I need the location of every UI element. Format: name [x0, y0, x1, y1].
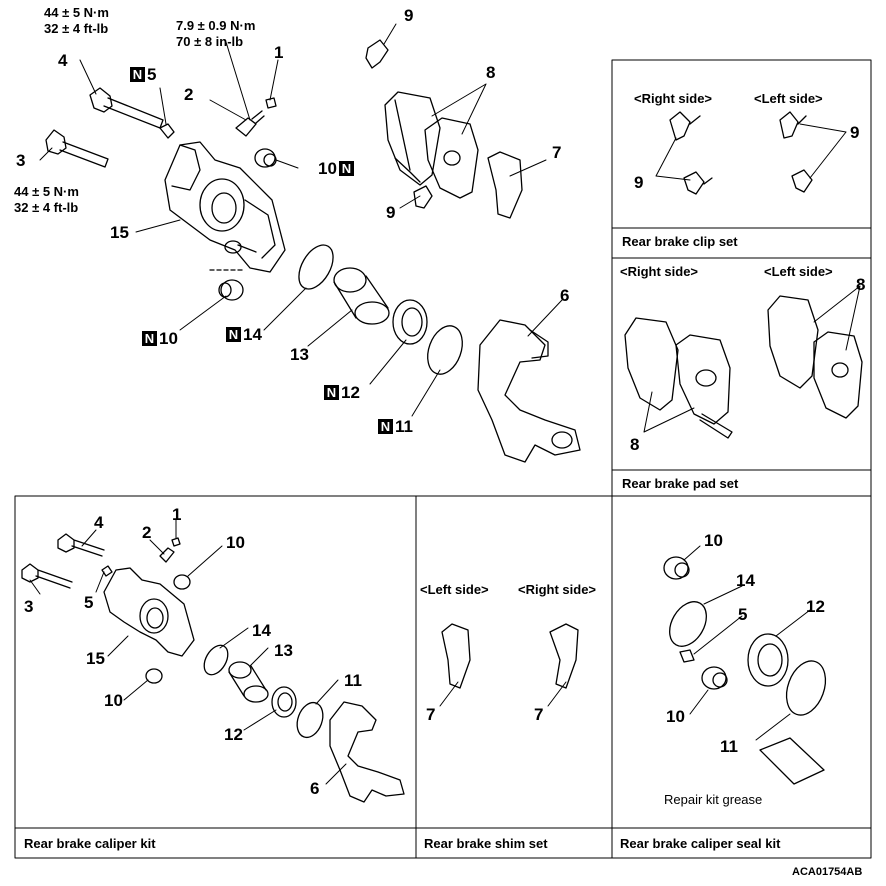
clip-9-lower-shape [413, 185, 433, 209]
torque-label-2: 7.9 ± 0.9 N·m 70 ± 8 in-lb [176, 18, 256, 49]
boot-10-upper-shape [254, 148, 277, 168]
clip-set-caption: Rear brake clip set [622, 234, 738, 249]
pads-8-shape [384, 91, 479, 199]
shim-set-caption: Rear brake shim set [424, 836, 548, 851]
clip-set-shapes [655, 111, 847, 195]
kit-part-label-3: 3 [24, 597, 34, 616]
part-label-7: 7 [552, 143, 562, 162]
kit-part-label-4: 4 [94, 513, 104, 532]
part-label-3: 3 [16, 151, 26, 170]
boot-12-shape [392, 299, 428, 345]
guide-pin-4-shape [89, 87, 164, 129]
part-number: 12 [341, 383, 360, 402]
part-label-2: 2 [184, 85, 194, 104]
figure-code: ACA01754AB [792, 866, 863, 878]
piston-seal-14-shape [298, 244, 334, 290]
kit-part-label-6: 6 [310, 779, 320, 798]
part-number: 14 [243, 325, 262, 344]
guide-pin-3-shape [45, 129, 109, 168]
support-6-shape [477, 319, 581, 463]
kit-part-label-11: 11 [344, 671, 362, 690]
shim-set-part-label-7-right: 7 [534, 705, 544, 724]
bleeder-2-shape [235, 97, 277, 137]
kit-part-label-1: 1 [172, 505, 182, 524]
panel-frames [14, 59, 872, 859]
shim-7-shape [487, 151, 523, 219]
part-number: 11 [395, 417, 413, 436]
part-label-9-upper: 9 [404, 6, 414, 25]
clip-9-upper-shape [365, 39, 389, 69]
part-label-13: 13 [290, 345, 309, 364]
pad-set-part-label-8-right: 8 [630, 435, 640, 454]
pad-set-shapes [624, 285, 863, 439]
shim-set-part-label-7-left: 7 [426, 705, 436, 724]
seal-kit-shapes [663, 545, 827, 785]
boot-5-shape [159, 123, 175, 139]
torque-label-3: 44 ± 5 N·m 32 ± 4 ft-lb [14, 184, 79, 215]
part-number: 10 [318, 159, 337, 178]
kit-part-label-12: 12 [224, 725, 243, 744]
seal-kit-part-label-10-upper: 10 [704, 531, 723, 550]
clip-set-left-side-label: <Left side> [754, 91, 823, 106]
seal-kit-part-label-14: 14 [736, 571, 755, 590]
part-label-1: 1 [274, 43, 284, 62]
seal-kit-part-label-12: 12 [806, 597, 825, 616]
repair-kit-grease-label: Repair kit grease [664, 792, 763, 807]
part-label-9-lower: 9 [386, 203, 396, 222]
main-view [39, 23, 581, 463]
seal-kit-caption: Rear brake caliper seal kit [620, 836, 781, 851]
seal-kit-part-label-10-lower: 10 [666, 707, 685, 726]
torque-label-4: 44 ± 5 N·m 32 ± 4 ft-lb [44, 5, 109, 36]
ring-11-shape [427, 325, 463, 375]
caliper-body-shape [164, 141, 286, 273]
seal-kit-part-label-11: 11 [720, 737, 738, 756]
pad-set-part-label-8-left: 8 [856, 275, 866, 294]
n-mark-icon: N [130, 67, 145, 82]
part-label-6: 6 [560, 286, 570, 305]
part-label-15: 15 [110, 223, 129, 242]
pad-set-caption: Rear brake pad set [622, 476, 739, 491]
shim-set-left-side-label: <Left side> [420, 582, 489, 597]
main-leaders [39, 23, 563, 417]
part-label-4: 4 [58, 51, 68, 70]
part-label-8: 8 [486, 63, 496, 82]
kit-part-label-5: 5 [84, 593, 94, 612]
shim-set-right-side-label: <Right side> [518, 582, 597, 597]
boot-10-lower-shape [209, 269, 246, 301]
caliper-kit-caption: Rear brake caliper kit [24, 836, 156, 851]
seal-kit-part-label-5: 5 [738, 605, 748, 624]
clip-set-part-label-9-right: 9 [634, 173, 644, 192]
clip-set-right-side-label: <Right side> [634, 91, 713, 106]
piston-13-shape [333, 267, 390, 325]
kit-part-label-14: 14 [252, 621, 271, 640]
kit-part-label-10-upper: 10 [226, 533, 245, 552]
part-number: 5 [147, 65, 157, 84]
n-mark-icon: N [226, 327, 241, 342]
part-number: 10 [159, 329, 178, 348]
pad-set-right-side-label: <Right side> [620, 264, 699, 279]
clip-set-part-label-9-left: 9 [850, 123, 860, 142]
n-mark-icon: N [378, 419, 393, 434]
shim-set-shapes [439, 623, 579, 707]
n-mark-icon: N [324, 385, 339, 400]
kit-part-label-13: 13 [274, 641, 293, 660]
caliper-kit-shapes [21, 519, 405, 803]
pad-set-left-side-label: <Left side> [764, 264, 833, 279]
n-mark-icon: N [338, 161, 354, 176]
kit-part-label-10-lower: 10 [104, 691, 123, 710]
kit-part-label-2: 2 [142, 523, 152, 542]
n-mark-icon: N [142, 331, 157, 346]
kit-part-label-15: 15 [86, 649, 105, 668]
